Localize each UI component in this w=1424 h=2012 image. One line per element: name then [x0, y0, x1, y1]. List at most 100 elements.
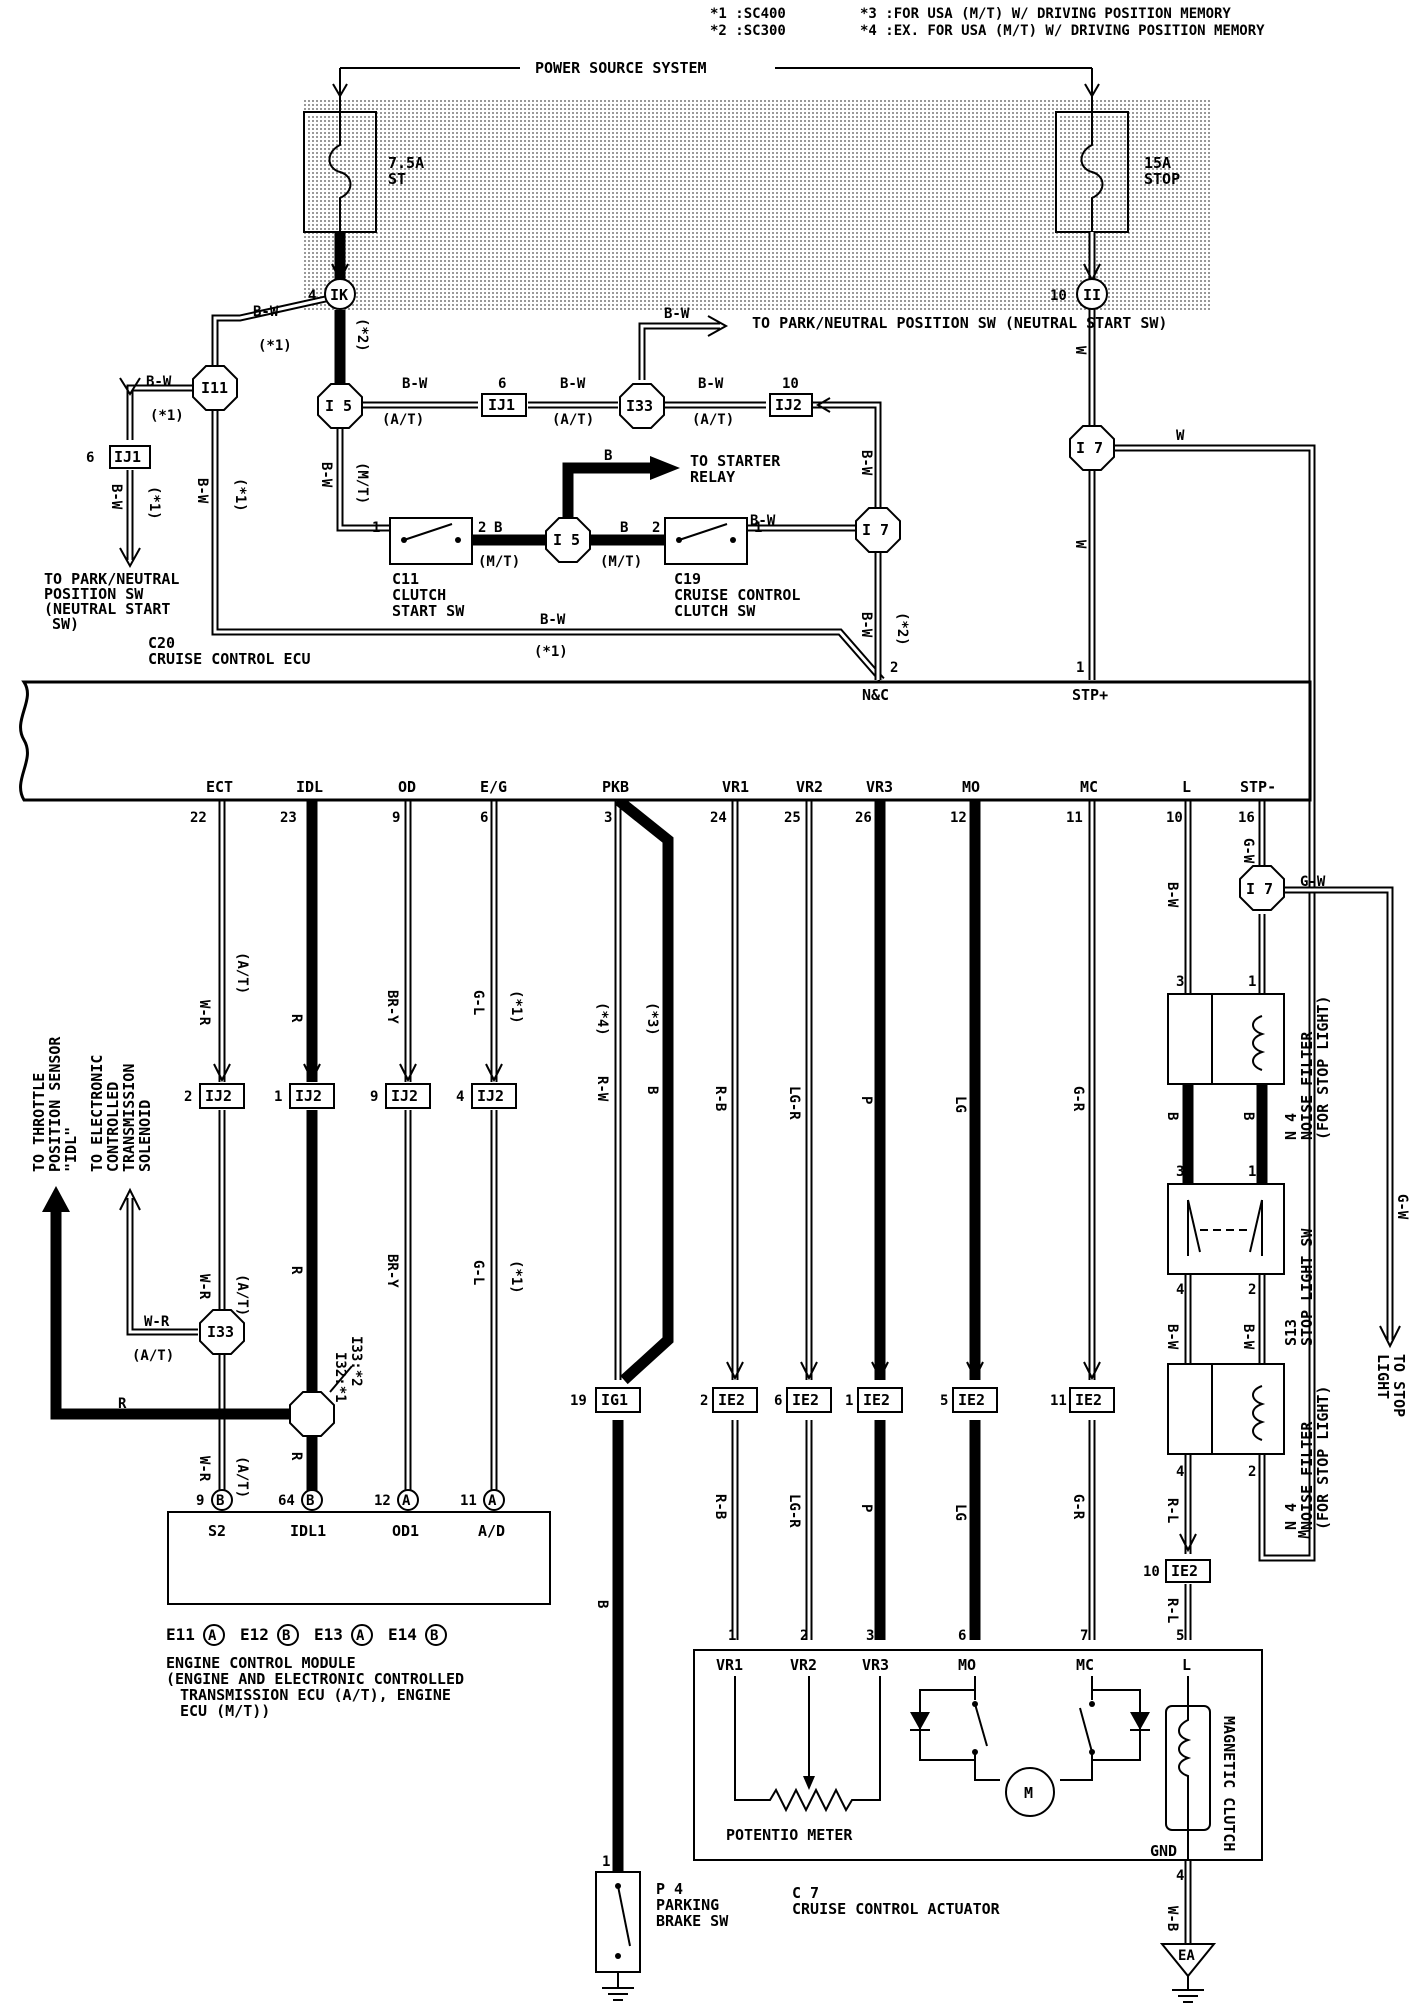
svg-text:A: A	[488, 1493, 497, 1509]
svg-text:1: 1	[754, 520, 762, 536]
svg-text:IJ2: IJ2	[295, 1087, 322, 1105]
svg-text:I32:*1: I32:*1	[332, 1352, 348, 1403]
svg-text:B-W: B-W	[698, 376, 724, 392]
fuse-st-name: ST	[388, 170, 406, 188]
svg-text:CLUTCH SW: CLUTCH SW	[674, 602, 756, 620]
svg-text:M: M	[1024, 1784, 1033, 1802]
svg-text:11: 11	[1066, 810, 1083, 826]
connector-ij2-eg	[471, 1083, 517, 1109]
svg-text:(*1): (*1)	[146, 486, 162, 520]
svg-text:GND: GND	[1150, 1842, 1177, 1860]
svg-text:12: 12	[374, 1493, 391, 1509]
fuse-st-rating: 7.5A	[388, 154, 424, 172]
top-wire-labels: B-W (*1) (*2) B-W (*1) B-W (*1) B-W (*1)…	[108, 304, 1185, 660]
svg-text:W: W	[1072, 346, 1088, 355]
svg-text:PKB: PKB	[602, 778, 629, 796]
svg-text:(A/T): (A/T)	[692, 412, 734, 428]
svg-text:E/G: E/G	[480, 778, 507, 796]
svg-text:1: 1	[1248, 974, 1256, 990]
svg-text:B-W: B-W	[402, 376, 428, 392]
svg-text:B-W: B-W	[108, 484, 124, 510]
svg-text:19: 19	[570, 1393, 587, 1409]
svg-text:STOP LIGHT SW: STOP LIGHT SW	[1298, 1228, 1316, 1346]
svg-text:W-R: W-R	[144, 1314, 170, 1330]
svg-text:POSITION SW: POSITION SW	[44, 585, 144, 603]
svg-text:"IDL": "IDL"	[62, 1127, 80, 1172]
svg-text:E12: E12	[240, 1625, 269, 1644]
svg-text:B-W: B-W	[194, 478, 210, 504]
connectors: IJ1 6 IJ1 6 IJ2 10 IJ2 2 IJ2 1 IJ2 9 IJ2…	[86, 376, 1211, 1583]
svg-text:(A/T): (A/T)	[234, 952, 250, 994]
svg-text:POTENTIO METER: POTENTIO METER	[726, 1826, 853, 1844]
svg-text:(M/T): (M/T)	[478, 554, 520, 570]
svg-text:G-L: G-L	[470, 1260, 486, 1285]
svg-text:IJ1: IJ1	[114, 448, 141, 466]
junction-ii	[1076, 278, 1108, 310]
power-source-system: POWER SOURCE SYSTEM 7.5A ST 15A STOP	[302, 59, 1212, 312]
junction-i7-mid	[855, 507, 901, 553]
c11-clutch-start-sw: 1 2 B (M/T) C11 CLUTCH START SW	[372, 517, 520, 620]
ground-ea-triangle	[1159, 1943, 1217, 1978]
svg-text:2: 2	[478, 520, 486, 536]
svg-text:VR1: VR1	[716, 1656, 743, 1674]
motor-icon	[1005, 1767, 1055, 1817]
svg-text:(*1): (*1)	[508, 990, 524, 1024]
svg-text:W-R: W-R	[196, 1000, 212, 1026]
svg-text:1: 1	[274, 1089, 282, 1105]
svg-text:R-W: R-W	[594, 1076, 610, 1102]
fuse-stop-name: STOP	[1144, 170, 1180, 188]
svg-text:N&C: N&C	[862, 686, 889, 704]
notes-legend: *1 :SC400 *2 :SC300 *3 :FOR USA (M/T) W/…	[710, 6, 1265, 39]
svg-text:IE2: IE2	[718, 1391, 745, 1409]
ecm-conn-s2	[211, 1489, 233, 1511]
connector-ie2-vr2	[786, 1387, 832, 1413]
svg-text:B: B	[494, 520, 502, 536]
svg-text:I33: I33	[626, 397, 653, 415]
svg-text:N 4: N 4	[1282, 1503, 1300, 1530]
svg-text:R-B: R-B	[712, 1494, 728, 1519]
p4-parking-brake-sw: 1 P 4 PARKING BRAKE SW	[595, 1854, 729, 2001]
svg-text:TRANSMISSION: TRANSMISSION	[120, 1064, 138, 1172]
svg-text:MAGNETIC CLUTCH: MAGNETIC CLUTCH	[1220, 1716, 1238, 1851]
svg-text:OD: OD	[398, 778, 416, 796]
svg-text:TO PARK/NEUTRAL: TO PARK/NEUTRAL	[44, 570, 179, 588]
svg-text:23: 23	[280, 810, 297, 826]
svg-text:10: 10	[1050, 288, 1067, 304]
ecm-box	[167, 1511, 551, 1605]
svg-text:3: 3	[1176, 974, 1184, 990]
svg-text:L: L	[1182, 778, 1191, 796]
svg-text:B: B	[216, 1493, 224, 1509]
svg-text:G-W: G-W	[1240, 838, 1256, 864]
svg-text:(A/T): (A/T)	[552, 412, 594, 428]
svg-text:I11: I11	[201, 379, 228, 397]
svg-text:P 4: P 4	[656, 1880, 683, 1898]
svg-text:A/D: A/D	[478, 1522, 505, 1540]
svg-text:I 7: I 7	[1246, 880, 1273, 898]
svg-text:B-W: B-W	[253, 304, 279, 320]
svg-text:2: 2	[700, 1393, 708, 1409]
connector-ie2-l	[1165, 1559, 1211, 1583]
svg-text:9: 9	[392, 810, 400, 826]
svg-text:4: 4	[308, 288, 316, 304]
svg-text:2: 2	[1248, 1282, 1256, 1298]
svg-text:B-W: B-W	[560, 376, 586, 392]
svg-text:3: 3	[604, 810, 612, 826]
n4-noise-filter-lower: 4 2 N 4 NOISE FILTER (FOR STOP LIGHT)	[1167, 1363, 1332, 1530]
ecm-conn-od1	[397, 1489, 419, 1511]
c19-cruise-control-clutch-sw: B 2 1 (M/T) C19 CRUISE CONTROL CLUTCH SW	[600, 517, 800, 620]
s13-stop-light-sw: 3 1 4 2 S13 STOP LIGHT SW	[1167, 1164, 1316, 1346]
svg-text:64: 64	[278, 1493, 295, 1509]
svg-text:G-W: G-W	[1300, 874, 1326, 890]
note-4: *4 :EX. FOR USA (M/T) W/ DRIVING POSITIO…	[860, 23, 1265, 39]
svg-text:CLUTCH: CLUTCH	[392, 586, 446, 604]
svg-text:(*2): (*2)	[354, 318, 370, 352]
svg-text:(M/T): (M/T)	[600, 554, 642, 570]
junction-ik	[324, 278, 356, 310]
svg-text:IE2: IE2	[792, 1391, 819, 1409]
svg-text:MC: MC	[1076, 1656, 1094, 1674]
svg-text:(*2): (*2)	[894, 612, 910, 646]
junction-i33-bottom	[199, 1309, 245, 1355]
svg-text:(*1): (*1)	[258, 338, 292, 354]
svg-text:(A/T): (A/T)	[382, 412, 424, 428]
svg-text:E11: E11	[166, 1625, 195, 1644]
